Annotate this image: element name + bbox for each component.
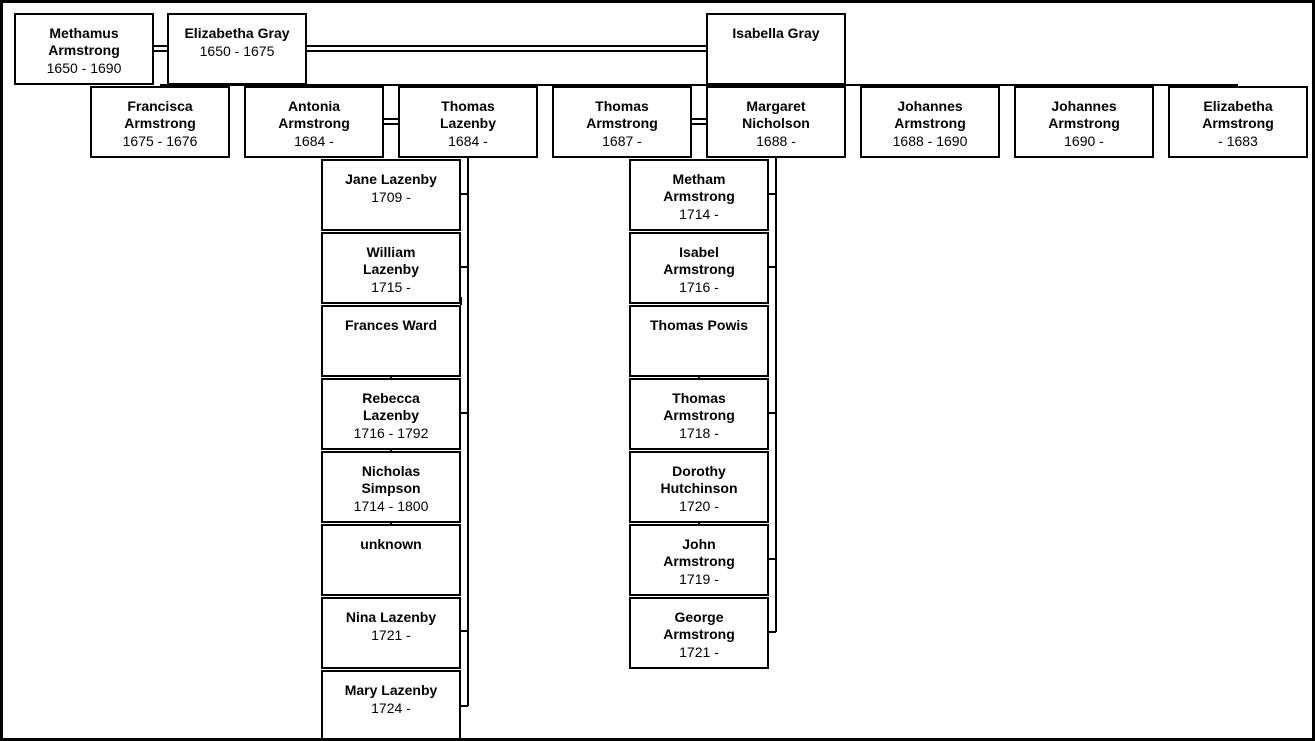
person-name: Mary Lazenby [344,682,438,698]
person-dates: 1684 - [448,133,488,149]
person-name: Elizabetha Gray [184,25,290,41]
person-box-frances-ward[interactable]: Frances Ward [321,305,461,377]
person-dates: 1721 - [371,627,411,643]
person-name: Thomas Powis [649,317,749,333]
person-box-mary-lazenby[interactable]: Mary Lazenby 1724 - [321,670,461,738]
person-dates: 1650 - 1675 [199,43,275,59]
person-box-unknown[interactable]: unknown [321,524,461,596]
person-dates: 1716 - 1792 [353,425,429,441]
person-dates: 1715 - [371,279,411,295]
person-dates: 1720 - [679,498,719,514]
person-dates: 1719 - [679,571,719,587]
person-name: Jane Lazenby [345,171,437,187]
person-name: unknown [360,536,422,552]
person-dates: 1714 - [679,206,719,222]
person-dates: 1714 - 1800 [353,498,429,514]
person-box-nina-lazenby[interactable]: Nina Lazenby 1721 - [321,597,461,669]
person-dates: 1690 - [1064,133,1104,149]
person-dates: 1675 - 1676 [122,133,198,149]
person-dates: 1724 - [371,700,411,716]
person-dates: 1716 - [679,279,719,295]
person-dates: - 1683 [1218,133,1258,149]
person-name: Isabella Gray [732,25,820,41]
person-name: Frances Ward [344,317,438,333]
person-box-thomas-powis[interactable]: Thomas Powis [629,305,769,377]
person-dates: 1687 - [602,133,642,149]
person-dates: 1650 - 1690 [46,60,122,76]
person-dates: 1718 - [679,425,719,441]
person-dates: 1688 - 1690 [892,133,968,149]
person-box-jane-lazenby[interactable]: Jane Lazenby 1709 - [321,159,461,231]
person-box-isabella-gray[interactable]: Isabella Gray [706,13,846,85]
person-dates: 1721 - [679,644,719,660]
person-box-elizabetha-gray[interactable]: Elizabetha Gray 1650 - 1675 [167,13,307,85]
person-dates: 1709 - [371,189,411,205]
person-name: Nina Lazenby [345,609,437,625]
person-dates: 1688 - [756,133,796,149]
person-dates: 1684 - [294,133,334,149]
